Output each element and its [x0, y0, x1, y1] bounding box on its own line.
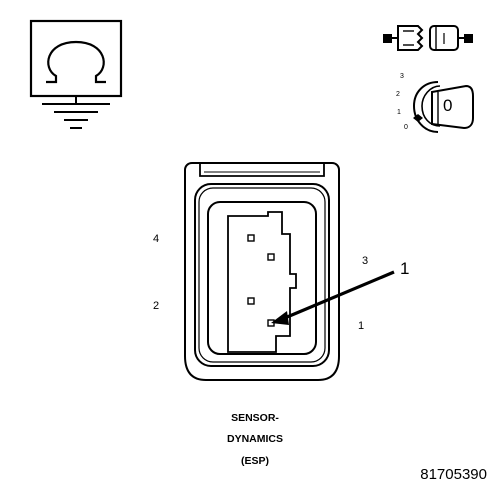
caption-line-3: (ESP)	[240, 455, 269, 467]
ignition-position-2: 2	[396, 91, 400, 98]
pin-label-2: 2	[153, 300, 160, 312]
pin-label-1: 1	[358, 320, 365, 332]
ignition-position-1: 1	[397, 109, 401, 116]
pin-label-4: 4	[153, 233, 160, 245]
ignition-position-0: 0	[404, 124, 408, 131]
pin-label-3: 3	[362, 255, 369, 267]
caption-line-2: DYNAMICS	[226, 433, 283, 445]
callout-label: 1	[400, 259, 410, 278]
caption-line-1: SENSOR-	[231, 412, 279, 424]
ignition-position-3: 3	[400, 73, 404, 80]
ignition-key-label: 0	[443, 96, 453, 115]
figure-number: 81705390	[420, 466, 487, 483]
